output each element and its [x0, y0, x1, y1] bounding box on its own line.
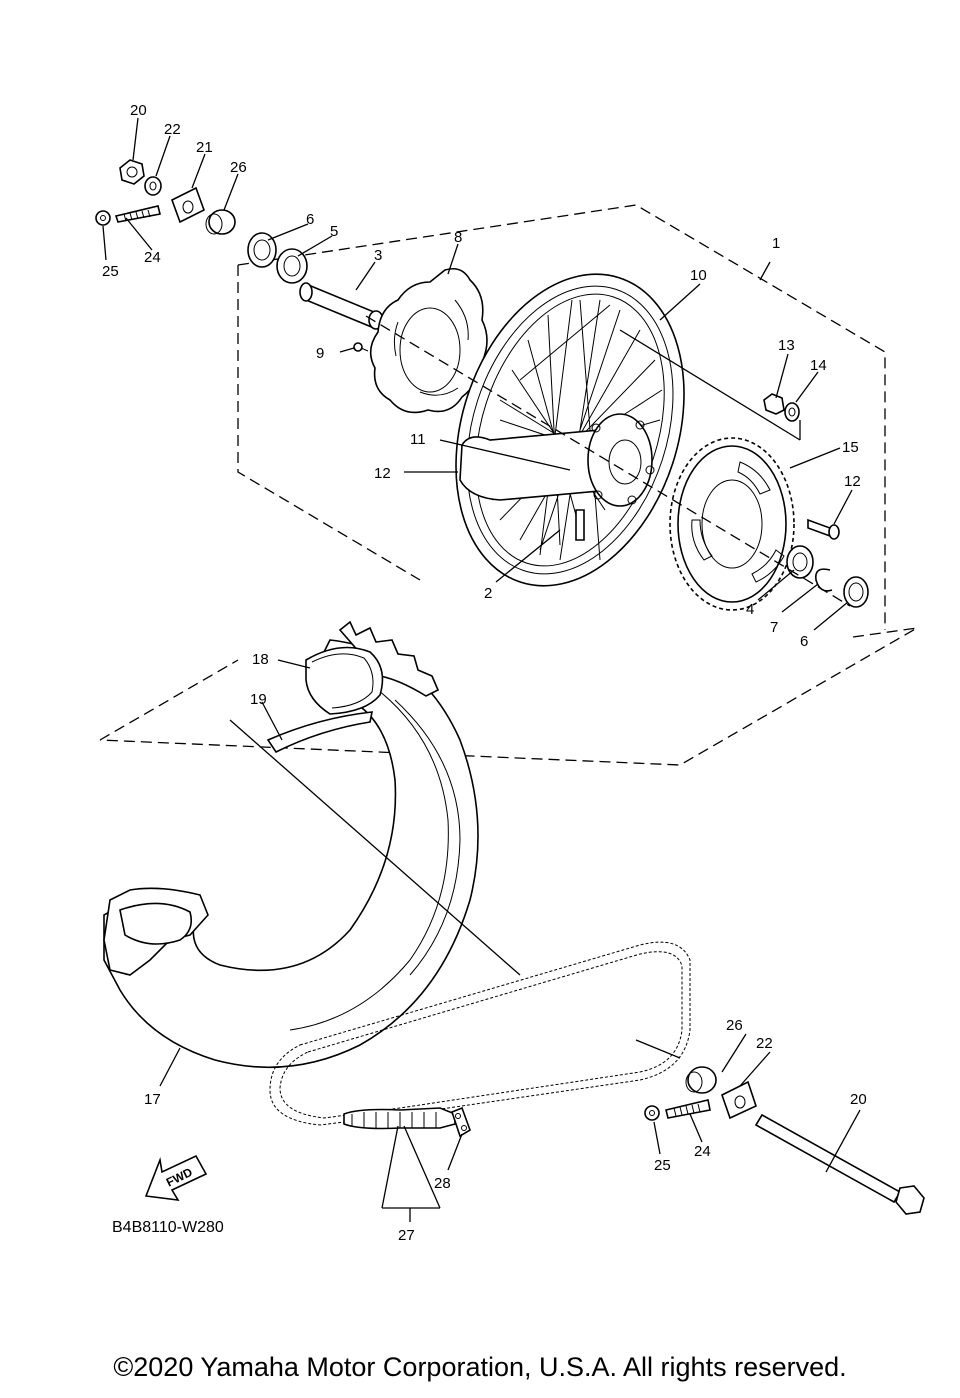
- callout-19: 19: [250, 691, 267, 708]
- sprocket-16: [669, 437, 795, 611]
- tire-17: [103, 620, 479, 1069]
- oil-seal-6-left: [247, 232, 277, 268]
- callout-9: 9: [316, 345, 324, 362]
- callout-6-right: 6: [800, 633, 808, 650]
- callout-25-right: 25: [654, 1157, 671, 1174]
- callout-5: 5: [330, 223, 338, 240]
- callout-24-left: 24: [144, 249, 161, 266]
- callout-18: 18: [252, 651, 269, 668]
- callout-8: 8: [454, 229, 462, 246]
- screw-9: [353, 342, 369, 352]
- bolt-24-left: [114, 205, 161, 223]
- oil-seal-6-right: [843, 576, 869, 608]
- callout-4: 4: [746, 601, 754, 618]
- callout-12: 12: [374, 465, 391, 482]
- callout-1: 1: [772, 235, 780, 252]
- rim-band-19: [266, 711, 373, 754]
- diagram-code: B4B8110-W280: [112, 1219, 224, 1236]
- callout-17: 17: [144, 1091, 161, 1108]
- washer-23: [144, 176, 162, 196]
- drive-chain-27: [269, 941, 691, 1130]
- chain-puller-22-left: [171, 186, 205, 224]
- tube-18: [305, 646, 384, 715]
- callout-14: 13: [778, 337, 795, 354]
- callout-25-left: 25: [102, 263, 119, 280]
- bearing-5: [276, 248, 308, 284]
- callout-28: 28: [434, 1175, 451, 1192]
- callout-15: 14: [810, 357, 827, 374]
- callout-labels: 20 22 21 26 6 5 3 8 9 10 1 13 14 15 12 1…: [102, 102, 867, 1244]
- callout-6-left: 6: [306, 211, 314, 228]
- collar-26-left: [205, 209, 236, 235]
- fwd-arrow: FWD: [144, 1154, 208, 1201]
- brake-disc-8: [369, 267, 488, 414]
- callout-27: 27: [398, 1227, 415, 1244]
- copyright-notice: ©2020 Yamaha Motor Corporation, U.S.A. A…: [113, 1352, 847, 1382]
- spacer-3: [299, 282, 384, 330]
- callout-7: 7: [770, 619, 778, 636]
- callout-21: 20: [130, 102, 147, 119]
- nut-14: [763, 393, 785, 415]
- callout-2: 2: [484, 585, 492, 602]
- callout-26-right: 26: [726, 1017, 743, 1034]
- callout-20: 20: [850, 1091, 867, 1108]
- callout-24-right: 24: [694, 1143, 711, 1160]
- washer-15: [784, 402, 800, 422]
- washer-25-right: [644, 1105, 660, 1121]
- bolt-13: [807, 518, 840, 540]
- nut-21: [119, 159, 145, 185]
- callout-22-left: 21: [196, 139, 213, 156]
- callout-11: 11: [410, 431, 426, 448]
- washer-25-left: [95, 210, 111, 226]
- chain-puller-22-right: [721, 1080, 757, 1120]
- chain-joint-28: [451, 1106, 471, 1138]
- callout-10: 10: [690, 267, 707, 284]
- callout-23: 22: [164, 121, 181, 138]
- bolt-11: [575, 509, 585, 541]
- hub-12: [459, 413, 655, 507]
- leader-lines: [102, 117, 861, 1222]
- collar-26-right: [685, 1066, 717, 1094]
- callout-3: 3: [374, 247, 382, 264]
- callout-13: 12: [844, 473, 861, 490]
- callout-22-right: 22: [756, 1035, 773, 1052]
- callout-26-left: 26: [230, 159, 247, 176]
- bolt-24-right: [665, 1099, 711, 1119]
- callout-16: 15: [842, 439, 859, 456]
- axle-20: [754, 1113, 925, 1215]
